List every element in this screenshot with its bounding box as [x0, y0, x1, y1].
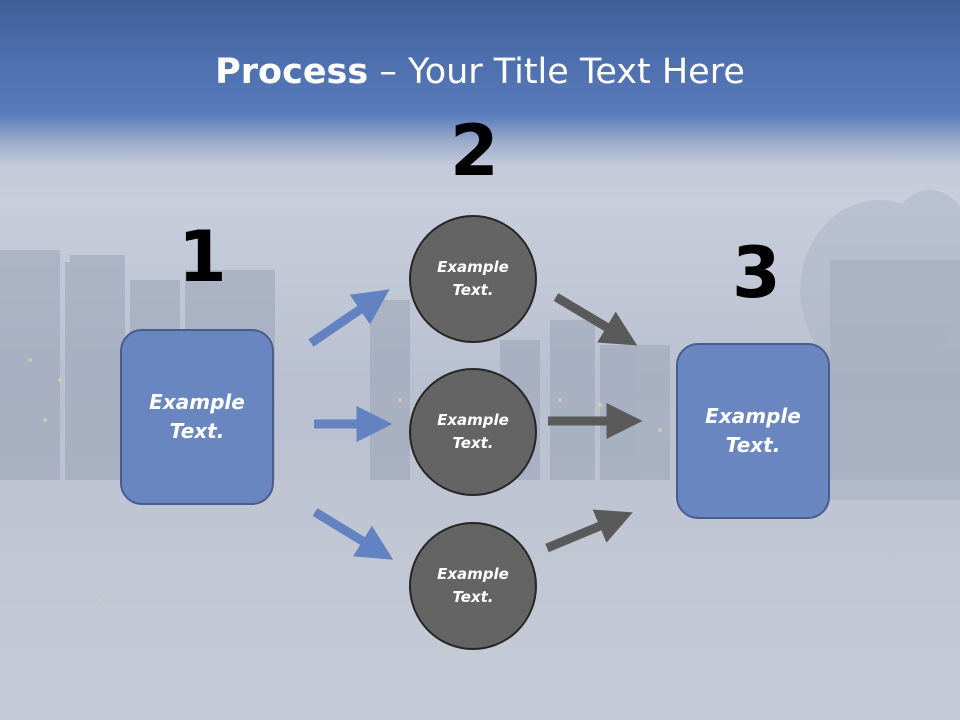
- slide-title: Process – Your Title Text Here: [0, 52, 960, 92]
- circle-bottom-text: Example Text.: [437, 565, 509, 606]
- step-1-text: Example Text.: [149, 390, 245, 443]
- circle-top-text: Example Text.: [437, 258, 509, 299]
- title-bold: Process: [215, 52, 369, 92]
- step-1-number: 1: [178, 216, 227, 298]
- step-1-box[interactable]: Example Text.: [120, 329, 274, 505]
- step-3-number: 3: [732, 232, 781, 314]
- step-2-circle-middle[interactable]: Example Text.: [409, 368, 537, 496]
- step-3-box[interactable]: Example Text.: [676, 343, 830, 519]
- circle-middle-text: Example Text.: [437, 411, 509, 452]
- arrow-top-to-3: [553, 293, 638, 346]
- step-2-circle-bottom[interactable]: Example Text.: [409, 522, 537, 650]
- step-2-number: 2: [450, 110, 499, 192]
- arrow-1-to-bottom: [312, 508, 394, 560]
- step-3-text: Example Text.: [705, 404, 801, 457]
- title-rest: – Your Title Text Here: [368, 52, 745, 92]
- arrow-bottom-to-3: [545, 509, 633, 553]
- step-2-circle-top[interactable]: Example Text.: [409, 215, 537, 343]
- arrow-1-to-top: [308, 289, 390, 347]
